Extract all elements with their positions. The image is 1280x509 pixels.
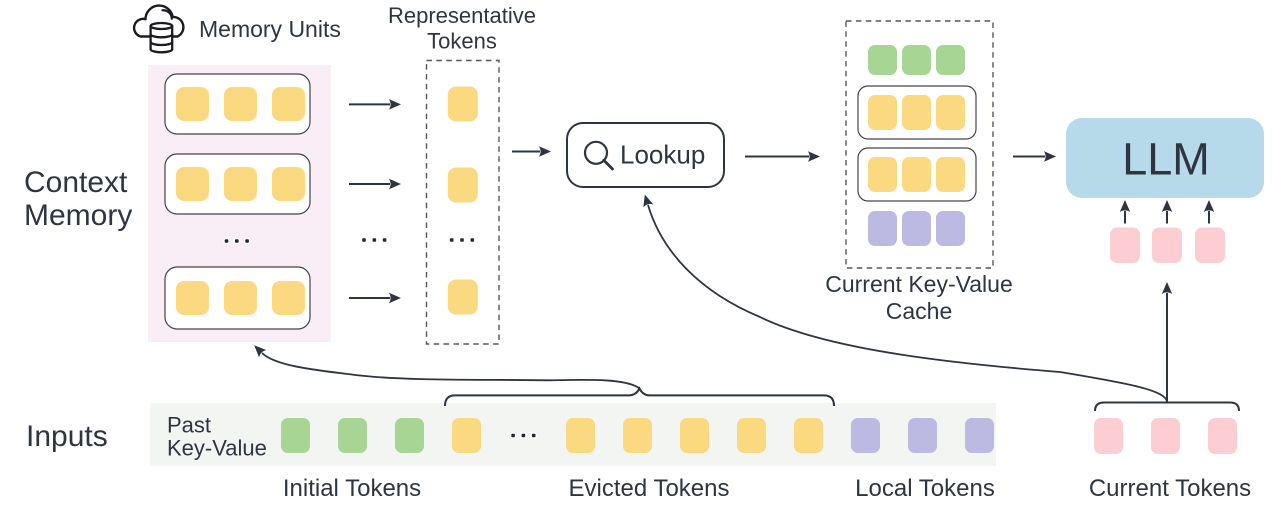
svg-text:Inputs: Inputs <box>26 420 108 453</box>
svg-text:Initial Tokens: Initial Tokens <box>283 475 421 502</box>
svg-text:Representative: Representative <box>388 3 536 28</box>
svg-text:Local Tokens: Local Tokens <box>855 475 995 502</box>
svg-text:LLM: LLM <box>1122 134 1210 185</box>
svg-text:Past: Past <box>167 413 211 438</box>
svg-text:Lookup: Lookup <box>620 140 705 170</box>
svg-text:Context: Context <box>24 166 128 199</box>
svg-text:Tokens: Tokens <box>427 29 497 54</box>
svg-text:Memory Units: Memory Units <box>199 16 341 42</box>
svg-text:Current Tokens: Current Tokens <box>1089 475 1251 502</box>
svg-text:Cache: Cache <box>886 298 952 324</box>
svg-text:Memory: Memory <box>24 199 132 232</box>
svg-text:Key-Value: Key-Value <box>167 436 267 461</box>
svg-text:Evicted Tokens: Evicted Tokens <box>569 475 730 502</box>
svg-text:Current Key-Value: Current Key-Value <box>825 271 1013 297</box>
